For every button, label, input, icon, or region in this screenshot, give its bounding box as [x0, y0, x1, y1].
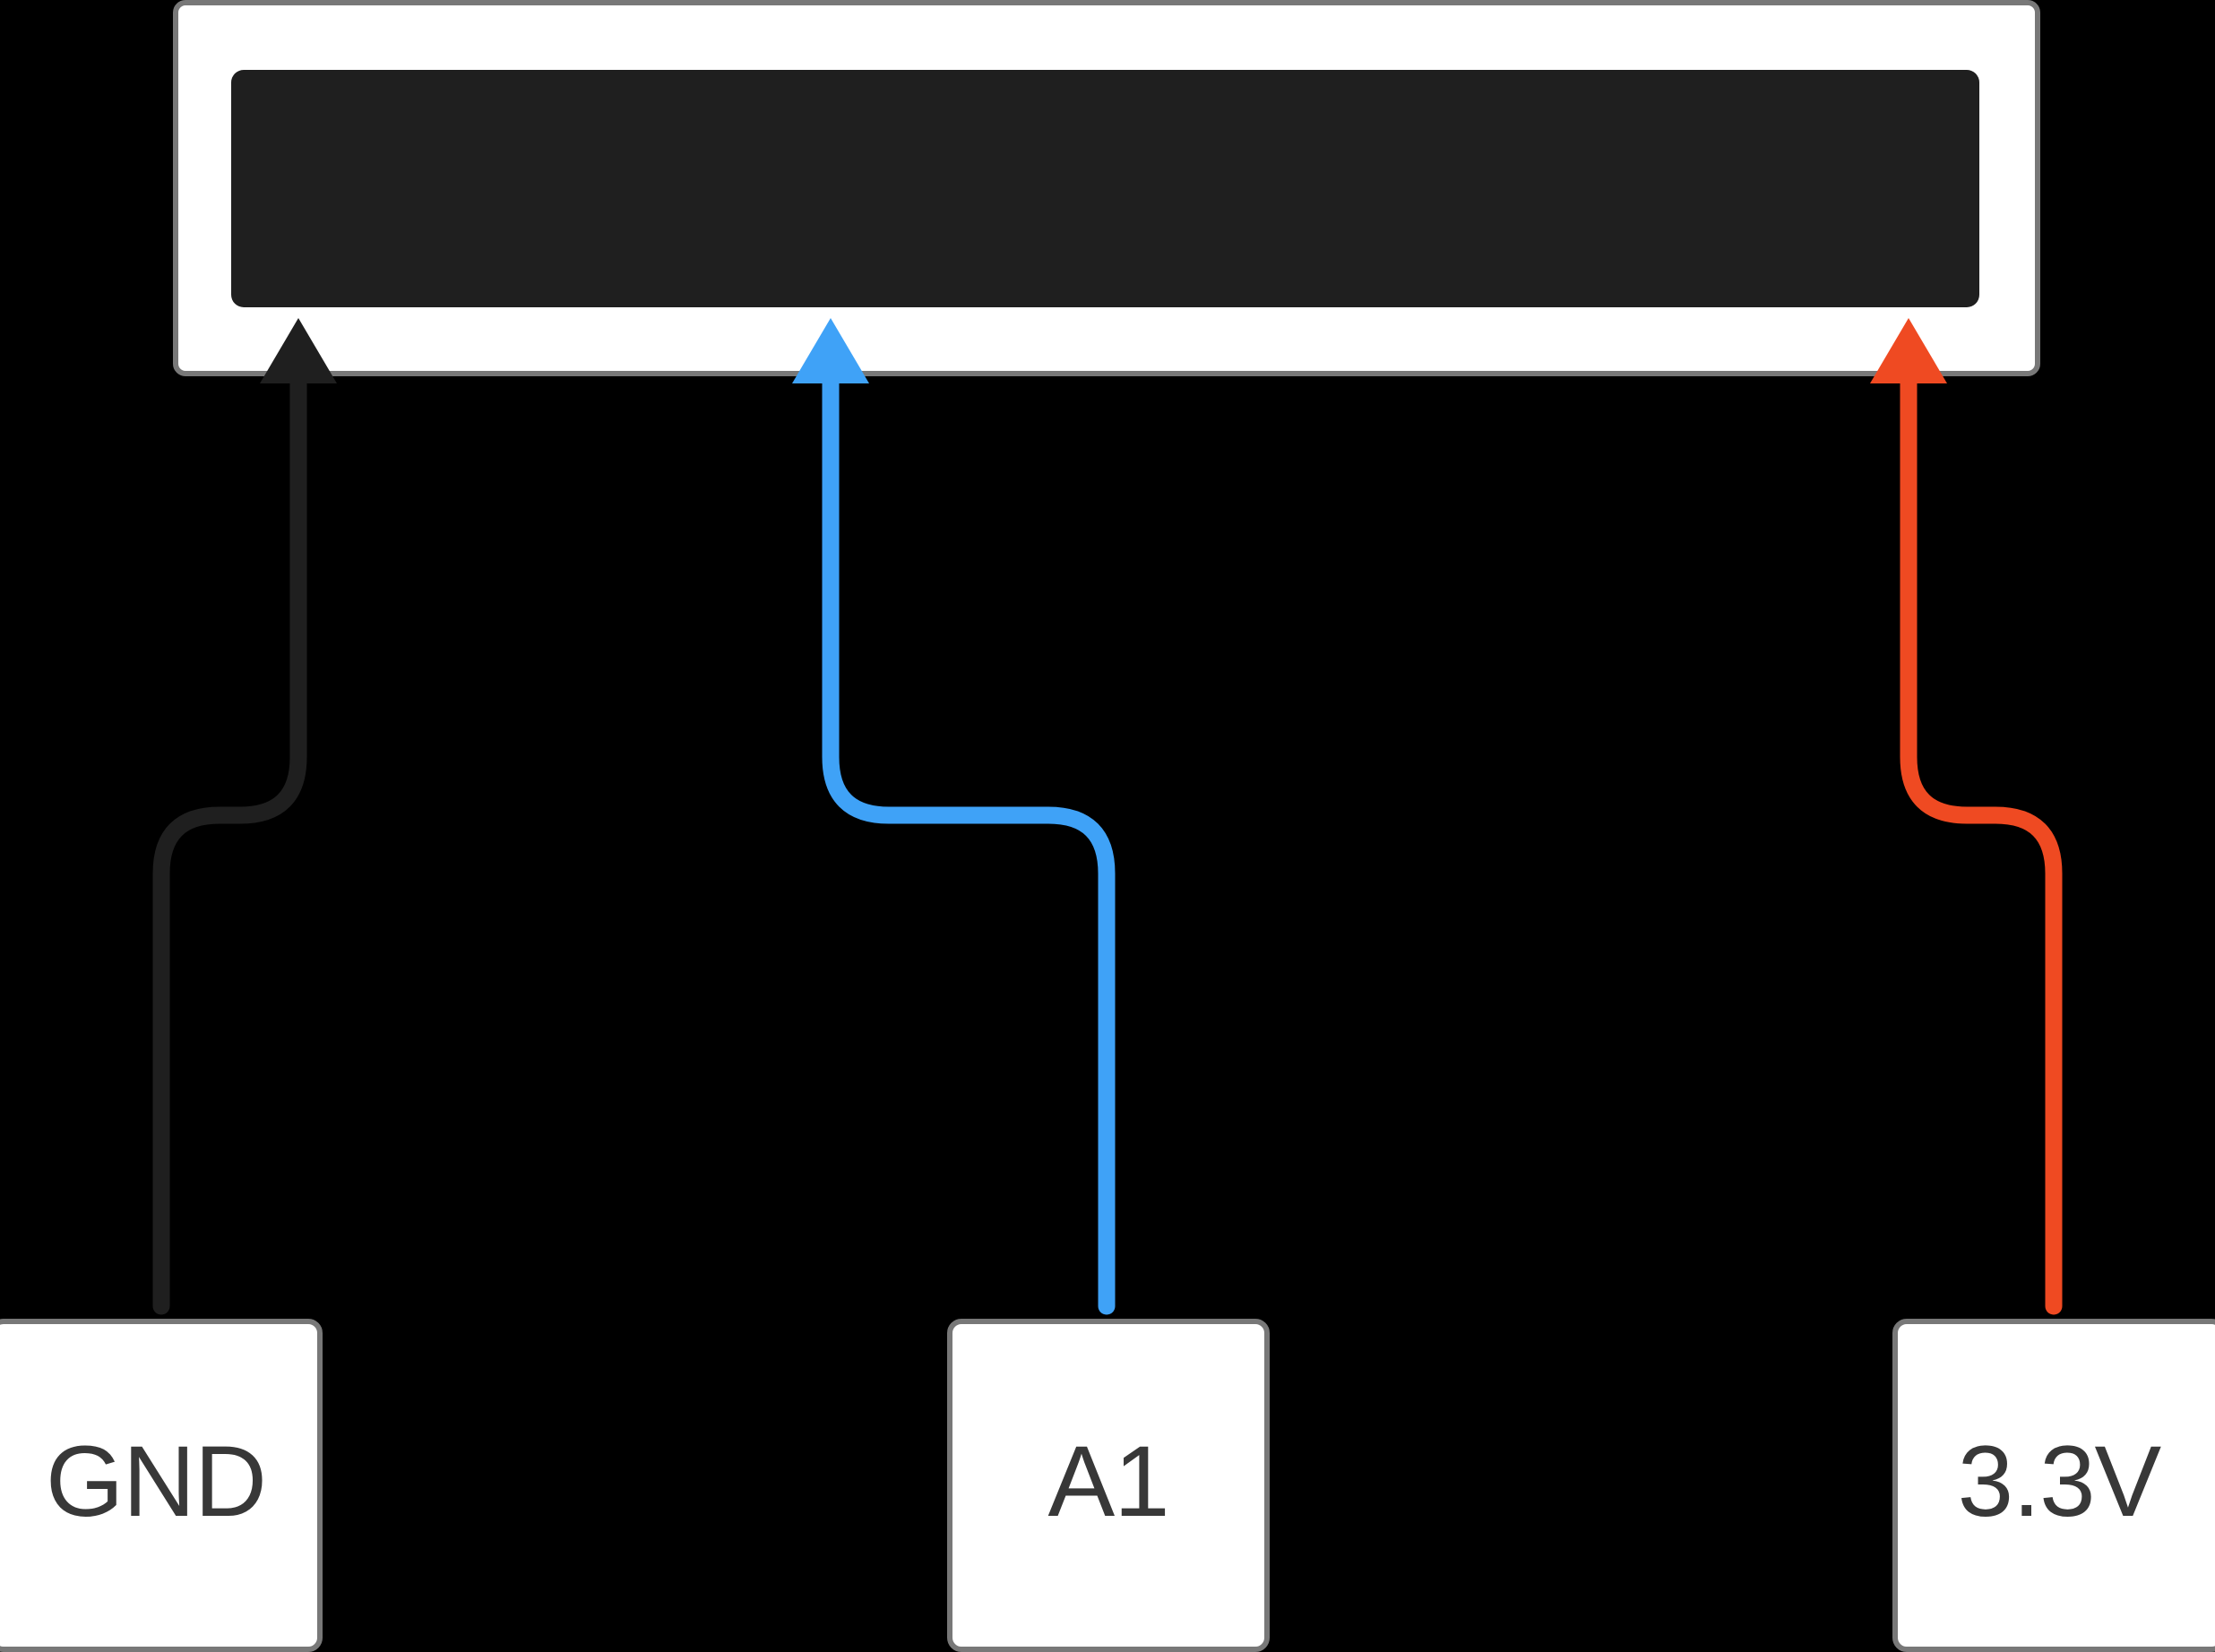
power-wire-group[interactable] — [1870, 318, 2063, 1315]
pin-label-3v3: 3.3V — [1957, 1425, 2161, 1537]
device-screen — [231, 70, 1979, 307]
signal-wire-group[interactable] — [792, 318, 1116, 1315]
pin-box-gnd[interactable]: GND — [0, 1319, 323, 1652]
pin-box-3v3[interactable]: 3.3V — [1892, 1319, 2215, 1652]
pin-label-gnd: GND — [46, 1425, 267, 1537]
ground-wire-group[interactable] — [152, 318, 337, 1315]
ground-wire[interactable] — [152, 372, 307, 1315]
power-wire[interactable] — [1900, 372, 2063, 1315]
signal-wire[interactable] — [822, 372, 1116, 1315]
device-panel[interactable] — [173, 0, 2040, 376]
pin-box-a1[interactable]: A1 — [947, 1319, 1270, 1652]
pin-label-a1: A1 — [1047, 1425, 1170, 1537]
